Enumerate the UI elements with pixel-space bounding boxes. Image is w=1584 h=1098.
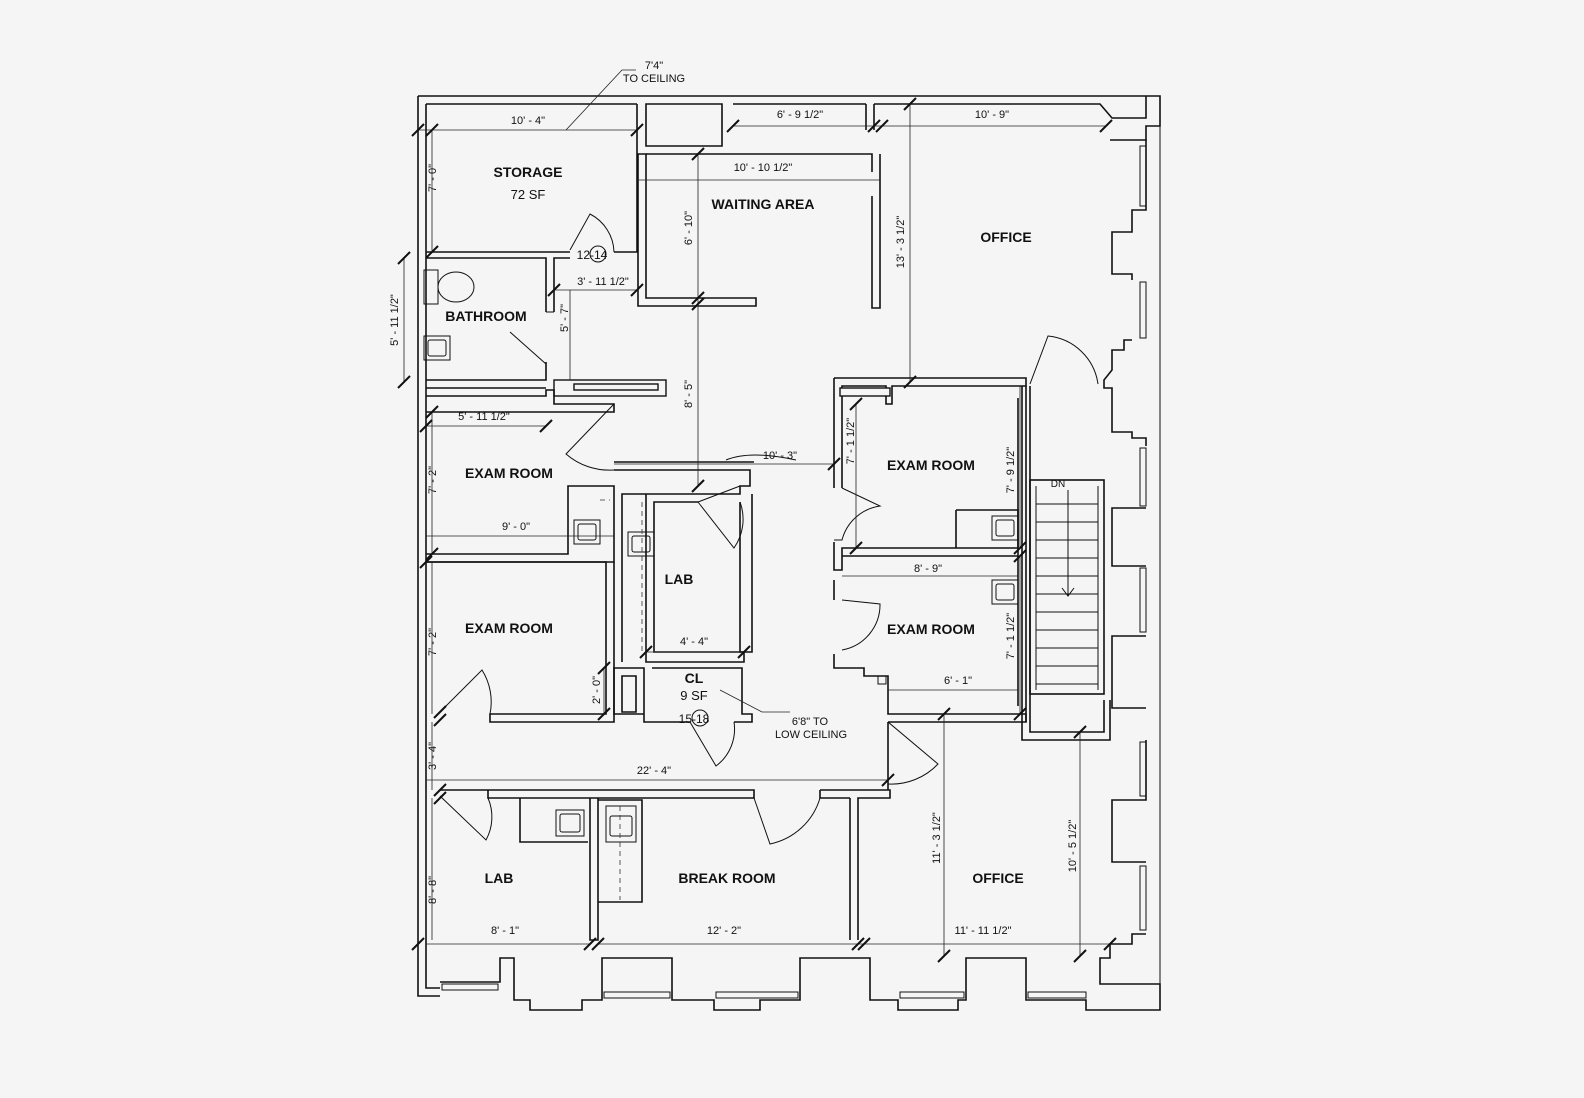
window <box>1139 145 1147 931</box>
dimension-label: 13' - 3 1/2" <box>895 216 907 269</box>
room-label-exam-2: EXAM ROOM <box>465 620 553 636</box>
dimension-label: 8' - 9" <box>914 563 942 575</box>
dimension-label: 8' - 8" <box>427 876 439 904</box>
dimension-ticks <box>397 97 1117 963</box>
dimension-label: 8' - 5" <box>683 380 695 408</box>
tags-and-notes: 12-14 15-18 DN 7'4" TO CEILING 6'8" TO L… <box>577 60 1066 741</box>
dimension-labels: 10' - 4" 6' - 9 1/2" 10' - 9" 10' - 10 1… <box>389 109 1079 937</box>
door-tag <box>589 245 607 263</box>
sink-icon <box>991 515 1019 541</box>
dimension-label: 7' - 2" <box>427 628 439 656</box>
room-label-break-room: BREAK ROOM <box>678 870 775 886</box>
dimension-label: 2' - 0" <box>591 676 603 704</box>
dimension-label: 3' - 4" <box>427 742 439 770</box>
dimension-label: 4' - 4" <box>680 636 708 648</box>
door-tag-label: 12-14 <box>577 248 608 262</box>
room-area-closet: 9 SF <box>680 688 708 703</box>
dimension-label: 5' - 7" <box>559 304 571 332</box>
ceiling-note: LOW CEILING <box>775 729 847 741</box>
ceiling-note: 6'8" TO <box>792 716 829 728</box>
exterior-walls <box>417 95 1161 1011</box>
dimension-label: 10' - 9" <box>975 109 1009 121</box>
dimension-label: 10' - 10 1/2" <box>734 162 793 174</box>
dimension-label: 6' - 1" <box>944 675 972 687</box>
room-label-lab-center: LAB <box>665 571 694 587</box>
fixtures <box>423 269 1019 900</box>
toilet-icon <box>423 269 475 305</box>
sink-icon <box>573 519 601 545</box>
dimension-label: 3' - 11 1/2" <box>577 276 629 288</box>
sink-icon <box>627 531 655 557</box>
door-tag <box>691 709 709 727</box>
dimension-label: 10' - 5 1/2" <box>1067 820 1079 873</box>
room-label-exam-3: EXAM ROOM <box>887 457 975 473</box>
sink-icon <box>423 335 451 361</box>
room-label-storage: STORAGE <box>494 164 563 180</box>
dimension-label: 7' - 1 1/2" <box>1005 613 1017 659</box>
room-area-storage: 72 SF <box>511 187 546 202</box>
ceiling-note: TO CEILING <box>623 73 685 85</box>
dimension-label: 7' - 9 1/2" <box>1005 447 1017 493</box>
stair-direction-label: DN <box>1051 479 1065 490</box>
door-swings <box>439 213 1099 845</box>
dimension-label: 10' - 4" <box>511 115 545 127</box>
room-label-exam-1: EXAM ROOM <box>465 465 553 481</box>
dimension-label: 12' - 2" <box>707 925 741 937</box>
dimension-label: 11' - 3 1/2" <box>931 812 943 864</box>
dimension-label: 5' - 11 1/2" <box>389 294 401 346</box>
room-labels: STORAGE 72 SF WAITING AREA OFFICE BATHRO… <box>445 164 1031 886</box>
interior-walls <box>426 104 1111 941</box>
dimension-label: 7' - 2" <box>427 466 439 494</box>
dimension-label: 10' - 3" <box>763 450 797 462</box>
dimension-label: 6' - 10" <box>683 211 695 245</box>
sink-icon <box>555 809 585 837</box>
dimension-label: 5' - 11 1/2" <box>458 411 510 423</box>
dimension-lines <box>403 69 1110 956</box>
room-label-office-top: OFFICE <box>980 229 1031 245</box>
sink-icon <box>991 579 1019 605</box>
sink-icon <box>605 805 637 843</box>
room-label-bathroom: BATHROOM <box>445 308 526 324</box>
dimension-label: 22' - 4" <box>637 765 671 777</box>
dimension-label: 9' - 0" <box>502 521 530 533</box>
room-label-exam-4: EXAM ROOM <box>887 621 975 637</box>
dimension-label: 7' - 0" <box>427 164 439 192</box>
room-label-office-bottom: OFFICE <box>972 870 1023 886</box>
ceiling-note: 7'4" <box>645 60 663 72</box>
room-label-waiting: WAITING AREA <box>712 196 815 212</box>
dimension-label: 8' - 1" <box>491 925 519 937</box>
window <box>441 983 1087 999</box>
door-tag-label: 15-18 <box>679 712 710 726</box>
room-label-closet: CL <box>685 670 704 686</box>
stair-treads <box>1035 486 1099 690</box>
dimension-label: 6' - 9 1/2" <box>777 109 823 121</box>
room-label-lab-bottom: LAB <box>485 870 514 886</box>
dimension-label: 11' - 11 1/2" <box>955 925 1012 937</box>
dimension-label: 7' - 1 1/2" <box>845 418 857 464</box>
